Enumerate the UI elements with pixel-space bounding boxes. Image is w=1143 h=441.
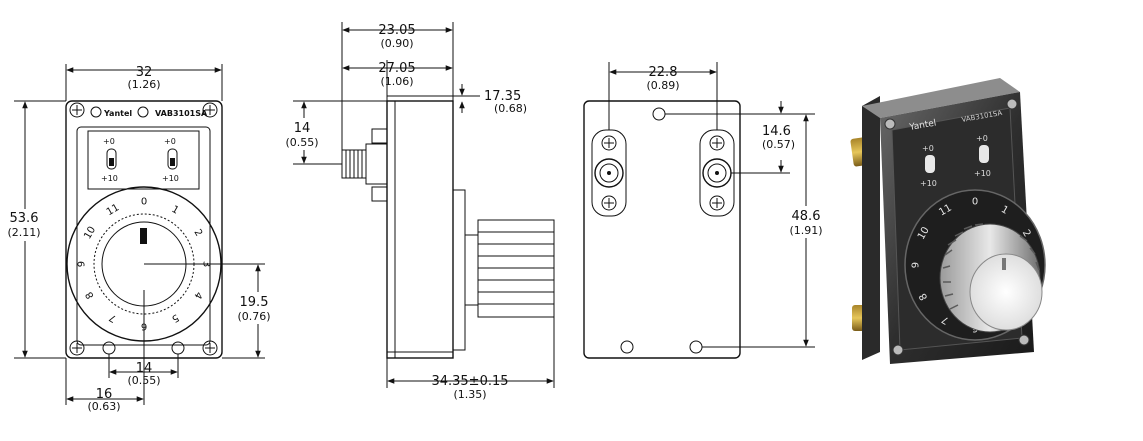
dim-body-depth: 27.05 (378, 61, 415, 76)
dial-number-9: 9 (77, 261, 88, 267)
render-switch-1 (925, 155, 935, 173)
render-knob-cap (969, 253, 1043, 331)
switch-1-top-label: +0 (103, 137, 115, 146)
dim-connector-depth-in: (0.90) (380, 37, 413, 50)
render-switch-1-bottom: +10 (920, 179, 937, 188)
side-view: 23.05 (0.90) 27.05 (1.06) 14 (0.55) 17.3… (284, 22, 555, 401)
dial-number-8: 8 (84, 289, 97, 300)
dial-number-10: 10 (82, 225, 98, 242)
front-screw (202, 102, 218, 118)
render-top-face (862, 78, 1020, 118)
dim-body-depth-in: (1.06) (380, 75, 413, 88)
front-screw (69, 102, 85, 118)
dim-total-depth: 34.35±0.15 (431, 374, 508, 389)
switch-2-toggle (167, 148, 178, 170)
dim-connector-offset: 14.6 (762, 124, 791, 139)
switch-2-knob (170, 158, 175, 166)
rear-connector-right (699, 129, 735, 217)
dim-connector-height-in: (0.55) (285, 136, 318, 149)
dial-number-0: 0 (141, 197, 147, 208)
dim-mount-height: 48.6 (792, 209, 821, 224)
side-connector-body (365, 143, 388, 185)
indicator-icon (137, 106, 149, 118)
render-dial-number-11: 11 (937, 203, 954, 219)
dim-connector-height: 14 (294, 121, 311, 136)
front-hole-right (171, 341, 185, 355)
dim-front-width: 32 (136, 65, 153, 80)
render-screw (892, 344, 904, 356)
render-knob-ridges (942, 223, 1040, 310)
brand-label: Yantel (103, 109, 132, 118)
dim-connector-spacing-in: (0.89) (646, 79, 679, 92)
switch-1-toggle (106, 148, 117, 170)
side-knob (464, 219, 555, 318)
dim-center-height: 19.5 (240, 295, 269, 310)
render-dial-number-1: 1 (999, 204, 1010, 217)
dim-connector-spacing: 22.8 (649, 65, 678, 80)
render-screw (1006, 98, 1018, 110)
dial-number-11: 11 (105, 202, 122, 218)
product-render: Yantel VAB3101SA +0 +10 +0 +10 012345678… (850, 78, 1046, 364)
rear-hole (689, 340, 703, 354)
rear-hole (652, 107, 666, 121)
dim-front-height-in: (2.11) (7, 226, 40, 239)
dim-top-offset: 17.35 (484, 89, 521, 104)
render-dial-number-7: 7 (940, 313, 951, 326)
front-screw (202, 340, 218, 356)
render-switch-1-top: +0 (922, 144, 934, 153)
switch-2-bottom-label: +10 (162, 174, 179, 183)
render-dial-number-9: 9 (911, 262, 922, 268)
render-side-face (862, 96, 880, 360)
render-brand-label: Yantel (908, 118, 937, 133)
switch-2-top-label: +0 (164, 137, 176, 146)
side-connector-nut (371, 186, 388, 202)
dim-top-offset-in: (0.68) (494, 102, 527, 115)
rear-connector-left (591, 129, 627, 217)
front-screw (69, 340, 85, 356)
side-plate (452, 189, 466, 351)
dial-number-2: 2 (191, 227, 204, 238)
render-screw (884, 118, 896, 130)
render-dial-number-2: 2 (1020, 228, 1033, 239)
render-dial-number-0: 0 (972, 197, 978, 208)
yantel-logo-icon (90, 106, 102, 118)
front-view: Yantel VAB3101SA +0 +10 +0 +10 012345678… (4, 64, 280, 413)
dim-mount-height-in: (1.91) (789, 224, 822, 237)
render-dial-number-8: 8 (918, 291, 931, 302)
dial-number-1: 1 (169, 204, 180, 217)
dim-connector-offset-in: (0.57) (762, 138, 795, 151)
dim-center-height-in: (0.76) (237, 310, 270, 323)
dim-front-height: 53.6 (10, 211, 39, 226)
dial-number-4: 4 (191, 289, 204, 300)
render-switch-2-top: +0 (976, 134, 988, 143)
render-switch-2 (979, 145, 989, 163)
dial-number-5: 5 (169, 311, 180, 324)
switch-window (87, 130, 200, 190)
dial-number-7: 7 (107, 311, 118, 324)
render-knob-pointer (1002, 258, 1006, 270)
side-connector-thread (341, 149, 367, 179)
dim-total-depth-in: (1.35) (453, 388, 486, 401)
rear-hole (620, 340, 634, 354)
knob-pointer (140, 228, 147, 244)
render-switch-2-bottom: +10 (974, 169, 991, 178)
front-hole-left (102, 341, 116, 355)
dim-front-width-in: (1.26) (127, 78, 160, 91)
model-label: VAB3101SA (155, 109, 208, 118)
rear-view: 22.8 (0.89) 14.6 (0.57) 48.6 (1.91) (583, 62, 829, 359)
side-body (386, 100, 454, 359)
switch-1-bottom-label: +10 (101, 174, 118, 183)
dim-hole-offset: 16 (96, 387, 113, 402)
render-screw (1018, 334, 1030, 346)
dim-connector-depth: 23.05 (378, 23, 415, 38)
rear-body (583, 100, 741, 359)
side-connector-nut (371, 128, 388, 144)
dim-hole-offset-in: (0.63) (87, 400, 120, 413)
switch-1-knob (109, 158, 114, 166)
